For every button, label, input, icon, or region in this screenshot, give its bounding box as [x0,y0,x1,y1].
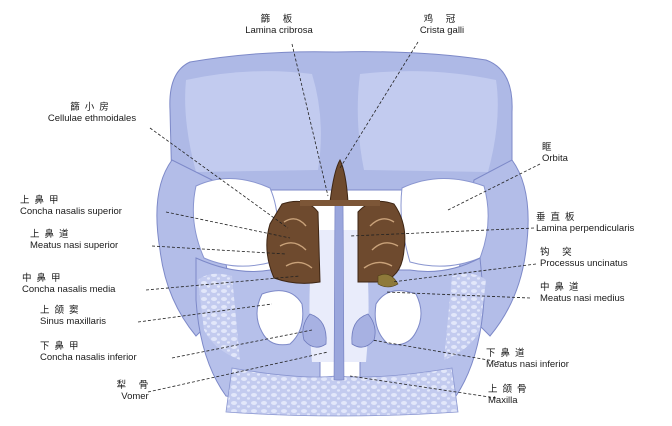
label-vomer: 犁 骨 Vomer [110,380,160,402]
maxilla-spongy-left [198,273,240,360]
maxilla-spongy-floor [225,367,459,417]
label-la: Concha nasalis media [22,284,116,295]
label-la: Lamina perpendicularis [536,223,635,234]
label-zh: 篩 板 [260,14,298,25]
cranial-fossa-left [185,71,321,172]
label-zh: 垂直板 [536,212,580,223]
label-la: Vomer [121,391,149,402]
label-la: Concha nasalis superior [20,206,122,217]
label-zh: 中鼻甲 [22,273,66,284]
leader-meatus-inf [371,339,501,363]
leader-lamina-cribrosa [291,43,329,197]
label-la: Meatus nasi medius [540,293,625,304]
label-la: Meatus nasi inferior [486,359,569,370]
label-la: Orbita [542,153,568,164]
cranial-fossa-right [357,71,498,172]
label-meatus-nasi-superior: 上鼻道 Meatus nasi superior [30,229,118,251]
ethmoid-cell-detail-r [363,218,399,269]
label-la: Maxilla [488,395,518,406]
leader-concha-inf [171,329,313,359]
label-zh: 钩 突 [540,247,577,258]
inferior-concha-left [302,313,327,348]
label-maxilla: 上颌骨 Maxilla [488,384,532,406]
label-zh: 下鼻甲 [40,341,84,352]
label-zh: 上鼻道 [30,229,74,240]
leader-processus [391,263,537,283]
leader-sinus [137,303,273,323]
label-processus-uncinatus: 钩 突 Processus uncinatus [540,247,628,269]
label-la: Cellulae ethmoidales [47,113,137,124]
leader-lamina-perp [349,227,535,237]
maxillary-sinus-right [374,290,422,346]
leader-concha-sup [165,211,291,239]
leader-concha-med [145,275,301,291]
maxilla-spongy-right [444,273,486,360]
label-zh: 犁 骨 [116,380,154,391]
orbit-left [192,177,279,267]
leader-meatus-sup [151,245,287,255]
nasal-septum [333,199,345,381]
label-la: Sinus maxillaris [40,316,106,327]
label-meatus-nasi-medius: 中鼻道 Meatus nasi medius [540,282,624,304]
label-zh: 篩小房 [70,102,114,113]
label-la: Processus uncinatus [540,258,628,269]
label-zh: 上颌骨 [488,384,532,395]
label-orbita: 眶 Orbita [542,142,568,164]
leader-cellulae [149,127,289,229]
label-concha-nasalis-superior: 上鼻甲 Concha nasalis superior [20,195,122,217]
label-zh: 下鼻道 [486,348,530,359]
label-zh: 鸡 冠 [423,14,461,25]
leader-vomer [147,351,329,393]
label-crista-galli: 鸡 冠 Crista galli [410,14,474,36]
inferior-concha-right [351,313,376,348]
label-zh: 眶 [542,142,557,153]
ethmoid-cells-right [357,200,406,283]
label-la: Lamina cribrosa [245,25,313,36]
label-la: Concha nasalis inferior [40,352,137,363]
label-lamina-cribrosa: 篩 板 Lamina cribrosa [236,14,322,36]
label-concha-nasalis-media: 中鼻甲 Concha nasalis media [22,273,115,295]
crista-galli [329,158,349,203]
label-zh: 中鼻道 [540,282,584,293]
label-sinus-maxillaris: 上颌窦 Sinus maxillaris [40,305,106,327]
leader-lines [137,41,541,399]
orbit-right [400,178,489,267]
uncinate-process [377,273,399,288]
label-meatus-nasi-inferior: 下鼻道 Meatus nasi inferior [486,348,569,370]
label-zh: 上颌窦 [40,305,84,316]
leader-orbita [447,163,541,211]
label-la: Crista galli [419,25,465,36]
label-lamina-perpendicularis: 垂直板 Lamina perpendicularis [536,212,634,234]
label-zh: 上鼻甲 [20,195,64,206]
cribriform-plate [300,200,380,206]
label-cellulae-ethmoidales: 篩小房 Cellulae ethmoidales [30,102,154,124]
label-la: Meatus nasi superior [30,240,119,251]
ethmoid-cell-detail-l [279,218,313,269]
leader-meatus-med [385,291,531,299]
label-concha-nasalis-inferior: 下鼻甲 Concha nasalis inferior [40,341,137,363]
